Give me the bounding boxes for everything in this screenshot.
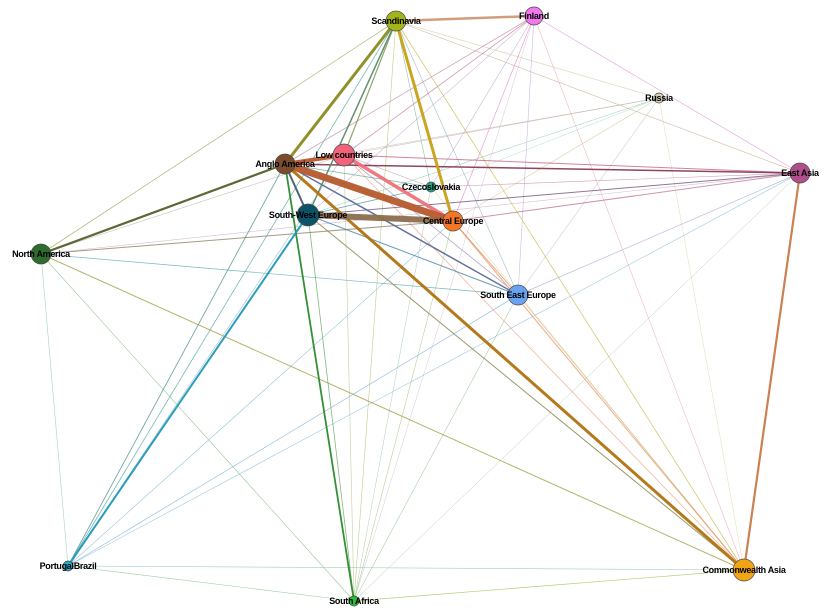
- edge-portugal-brazil-south-africa: [67, 565, 355, 602]
- edge-finland-anglo-america: [284, 15, 535, 165]
- edge-portugal-brazil-commonwealth-asia: [67, 565, 745, 571]
- node-finland[interactable]: [524, 6, 544, 26]
- node-label-south-africa: South Africa: [329, 596, 380, 606]
- edge-czecoslovakia-anglo-america: [284, 163, 432, 188]
- edge-south-west-europe-commonwealth-asia: [307, 214, 745, 571]
- node-label-north-america: North America: [12, 249, 71, 259]
- edge-finland-south-africa: [353, 15, 535, 602]
- node-label-portugal-brazil: PortugalBrazil: [40, 561, 97, 571]
- edge-north-america-commonwealth-asia: [40, 253, 745, 571]
- edge-czecoslovakia-low-countries: [343, 154, 432, 188]
- edge-central-europe-portugal-brazil: [67, 220, 454, 567]
- edge-scandinavia-russia: [395, 20, 660, 99]
- node-label-russia: Russia: [645, 93, 674, 103]
- edge-scandinavia-south-east-europe: [395, 20, 519, 296]
- node-label-commonwealth-asia: Commonwealth Asia: [702, 565, 786, 575]
- node-south-africa[interactable]: [348, 595, 360, 607]
- node-russia[interactable]: [653, 92, 665, 104]
- edge-portugal-brazil-anglo-america: [67, 163, 286, 567]
- edge-finland-commonwealth-asia: [533, 15, 745, 571]
- edge-north-america-scandinavia: [40, 20, 397, 255]
- node-label-east-asia: East Asia: [781, 168, 820, 178]
- edge-scandinavia-finland: [394, 14, 536, 23]
- edge-north-america-portugal-brazil: [40, 253, 69, 567]
- node-label-central-europe: Central Europe: [423, 216, 484, 226]
- edge-anglo-america-south-africa: [284, 163, 355, 602]
- node-low-countries[interactable]: [332, 143, 356, 167]
- edge-scandinavia-south-africa: [353, 20, 397, 602]
- edge-low-countries-east-asia: [343, 154, 801, 174]
- node-label-czecoslovakia: Czecoslovakia: [402, 182, 461, 192]
- node-anglo-america[interactable]: [274, 153, 296, 175]
- edge-north-america-central-europe: [40, 220, 454, 255]
- nodes-layer: [30, 6, 811, 607]
- edge-central-europe-russia: [452, 97, 660, 222]
- edge-south-west-europe-russia: [307, 97, 660, 216]
- edge-finland-czecoslovakia: [430, 15, 535, 188]
- node-central-europe[interactable]: [442, 210, 464, 232]
- edge-russia-commonwealth-asia: [658, 97, 745, 571]
- edge-central-europe-finland: [452, 15, 535, 222]
- node-commonwealth-asia[interactable]: [732, 558, 756, 582]
- node-south-east-europe[interactable]: [507, 284, 529, 306]
- edge-scandinavia-anglo-america: [283, 19, 398, 166]
- edge-south-west-europe-south-east-europe: [307, 214, 519, 296]
- edge-south-africa-commonwealth-asia: [353, 569, 745, 602]
- edge-czecoslovakia-south-west-europe: [307, 186, 432, 216]
- node-label-scandinavia: Scandinavia: [371, 16, 422, 26]
- node-scandinavia[interactable]: [385, 10, 407, 32]
- edge-central-europe-east-asia: [452, 172, 801, 222]
- edge-anglo-america-east-asia: [284, 163, 801, 174]
- node-east-asia[interactable]: [789, 162, 811, 184]
- node-north-america[interactable]: [30, 243, 52, 265]
- edge-east-asia-portugal-brazil: [67, 172, 801, 567]
- edge-south-east-europe-portugal-brazil: [67, 294, 519, 567]
- node-czecoslovakia[interactable]: [425, 181, 437, 193]
- edge-central-europe-commonwealth-asia: [452, 220, 745, 571]
- node-south-west-europe[interactable]: [296, 203, 320, 227]
- edge-anglo-america-north-america: [39, 162, 287, 256]
- edge-czecoslovakia-south-africa: [353, 186, 432, 602]
- node-label-low-countries: Low countries: [315, 150, 372, 160]
- edge-central-europe-south-africa: [353, 220, 454, 602]
- edge-low-countries-south-east-europe: [343, 154, 519, 296]
- edge-scandinavia-commonwealth-asia: [395, 20, 745, 571]
- edge-russia-south-east-europe: [517, 97, 660, 296]
- edge-south-west-europe-east-asia: [307, 172, 801, 216]
- edge-scandinavia-south-west-europe: [307, 20, 397, 216]
- edge-finland-east-asia: [533, 15, 801, 174]
- edge-east-asia-south-east-europe: [517, 172, 801, 296]
- edge-east-asia-czecoslovakia: [430, 172, 801, 188]
- edge-east-asia-commonwealth-asia: [742, 171, 802, 572]
- edge-finland-south-east-europe: [517, 15, 535, 296]
- edge-south-east-europe-south-africa: [353, 294, 519, 602]
- node-portugal-brazil[interactable]: [62, 560, 74, 572]
- edge-south-west-europe-central-europe: [305, 212, 456, 224]
- edge-anglo-america-central-europe: [281, 160, 457, 225]
- edge-scandinavia-east-asia: [395, 20, 801, 174]
- node-label-south-west-europe: South-West Europe: [269, 210, 348, 220]
- edge-south-west-europe-south-africa: [307, 214, 355, 602]
- edge-low-countries-finland: [343, 15, 535, 156]
- edge-anglo-america-south-east-europe: [284, 163, 519, 296]
- edge-south-west-europe-portugal-brazil: [67, 214, 309, 567]
- edge-anglo-america-commonwealth-asia: [283, 162, 746, 572]
- edge-scandinavia-central-europe: [394, 19, 455, 223]
- edge-low-countries-central-europe: [342, 153, 455, 223]
- edge-north-america-south-africa: [40, 253, 355, 602]
- edge-north-america-south-east-europe: [40, 253, 519, 296]
- edge-east-asia-south-africa: [353, 172, 801, 602]
- node-label-south-east-europe: South East Europe: [480, 290, 556, 300]
- edge-scandinavia-portugal-brazil: [67, 20, 397, 567]
- node-label-anglo-america: Anglo America: [255, 159, 316, 169]
- node-label-finland: Finland: [519, 11, 549, 21]
- edge-russia-czecoslovakia: [430, 97, 660, 188]
- edges-layer: [39, 14, 802, 602]
- edge-scandinavia-low-countries: [343, 20, 397, 156]
